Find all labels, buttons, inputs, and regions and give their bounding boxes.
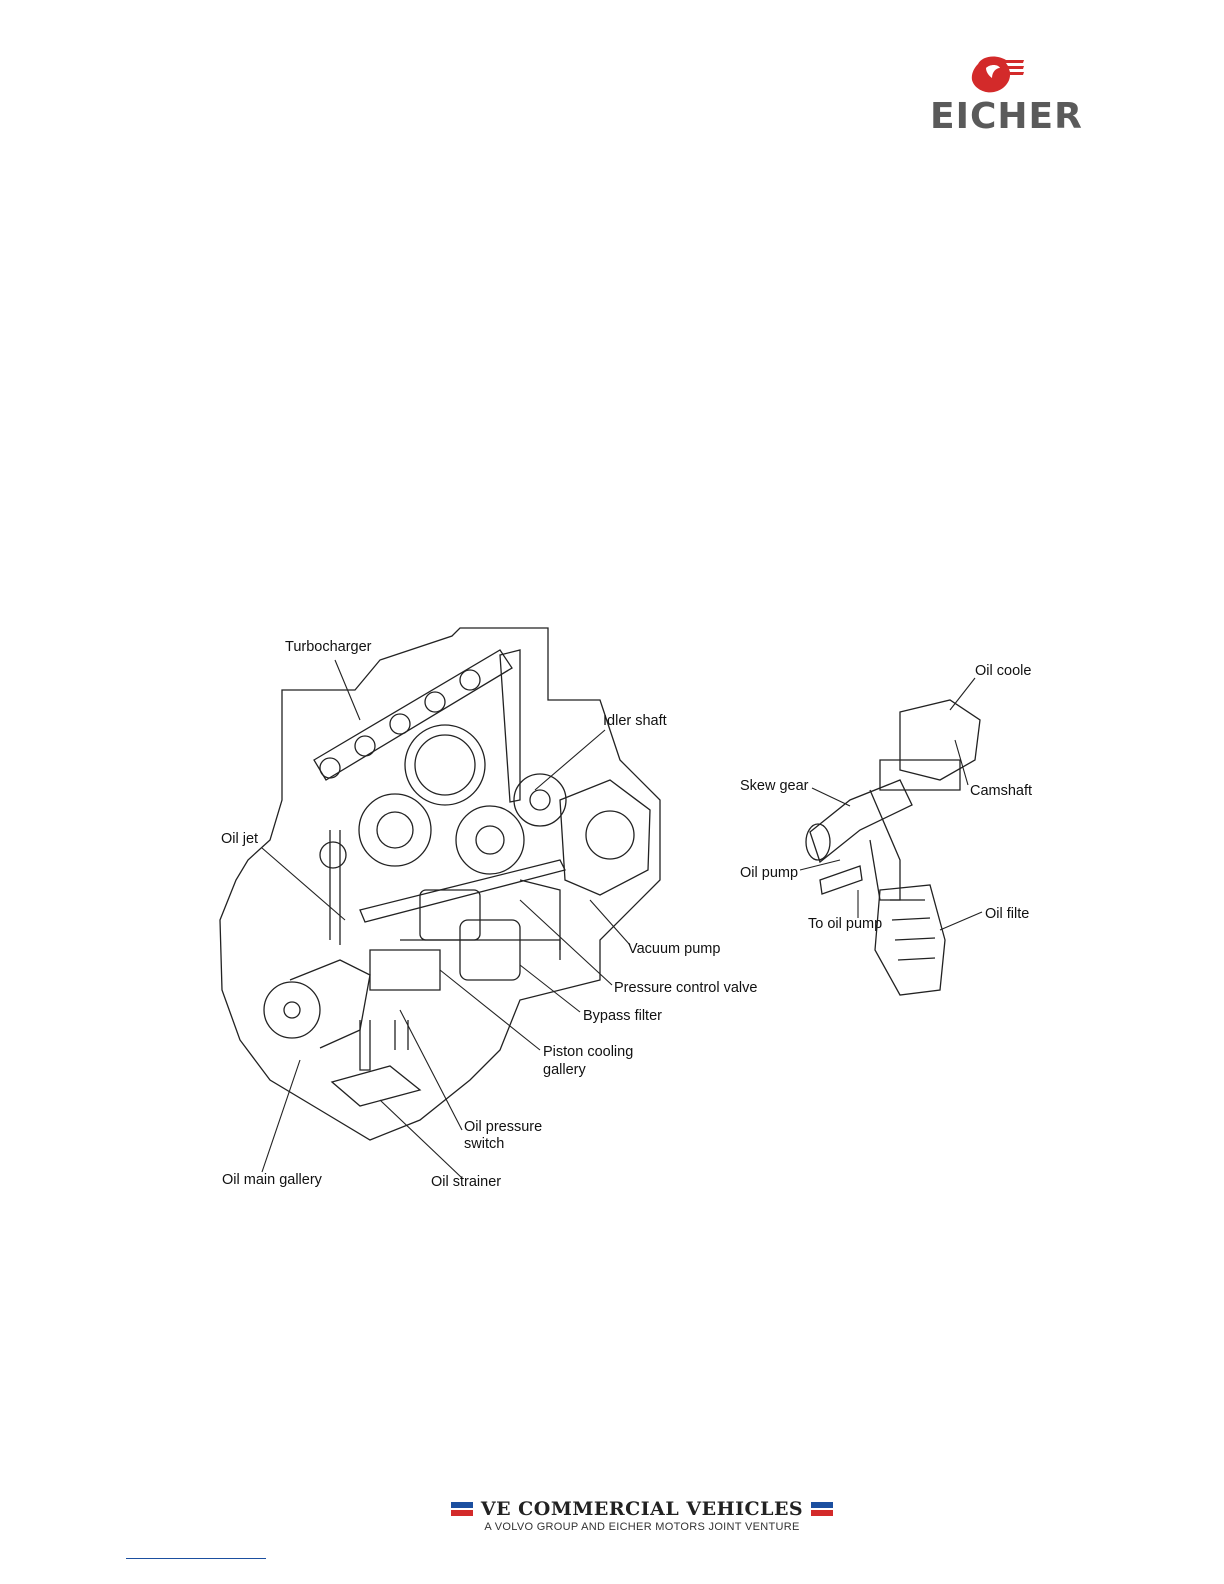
- label-piston-cooling-line1: Piston cooling: [543, 1044, 633, 1060]
- label-vacuum-pump: Vacuum pump: [628, 941, 720, 957]
- label-to-oil-pump: To oil pump: [808, 916, 882, 932]
- label-oil-pressure-switch-line2: switch: [464, 1136, 504, 1152]
- label-camshaft: Camshaft: [970, 783, 1032, 799]
- label-piston-cooling-line2: gallery: [543, 1062, 586, 1078]
- footer-title: VE COMMERCIAL VEHICLES: [481, 1498, 803, 1520]
- label-turbocharger: Turbocharger: [285, 639, 372, 655]
- label-oil-filter: Oil filte: [985, 906, 1029, 922]
- label-oil-strainer: Oil strainer: [431, 1174, 501, 1190]
- label-idler-shaft: Idler shaft: [603, 713, 667, 729]
- label-oil-jet: Oil jet: [221, 831, 258, 847]
- label-skew-gear: Skew gear: [740, 778, 809, 794]
- label-oil-pressure-switch-line1: Oil pressure: [464, 1119, 542, 1135]
- label-pressure-control-valve: Pressure control valve: [614, 980, 757, 996]
- label-oil-cooler: Oil coole: [975, 663, 1031, 679]
- label-oil-main-gallery: Oil main gallery: [222, 1172, 323, 1188]
- flag-icon: [811, 1502, 833, 1516]
- flag-icon: [451, 1502, 473, 1516]
- label-bypass-filter: Bypass filter: [583, 1008, 662, 1024]
- footer: VE COMMERCIAL VEHICLES A VOLVO GROUP AND…: [440, 1498, 844, 1533]
- footer-title-row: VE COMMERCIAL VEHICLES: [440, 1498, 844, 1520]
- label-oil-pump: Oil pump: [740, 865, 798, 881]
- footer-rule: [126, 1558, 266, 1559]
- footer-subtitle: A VOLVO GROUP AND EICHER MOTORS JOINT VE…: [440, 1521, 844, 1533]
